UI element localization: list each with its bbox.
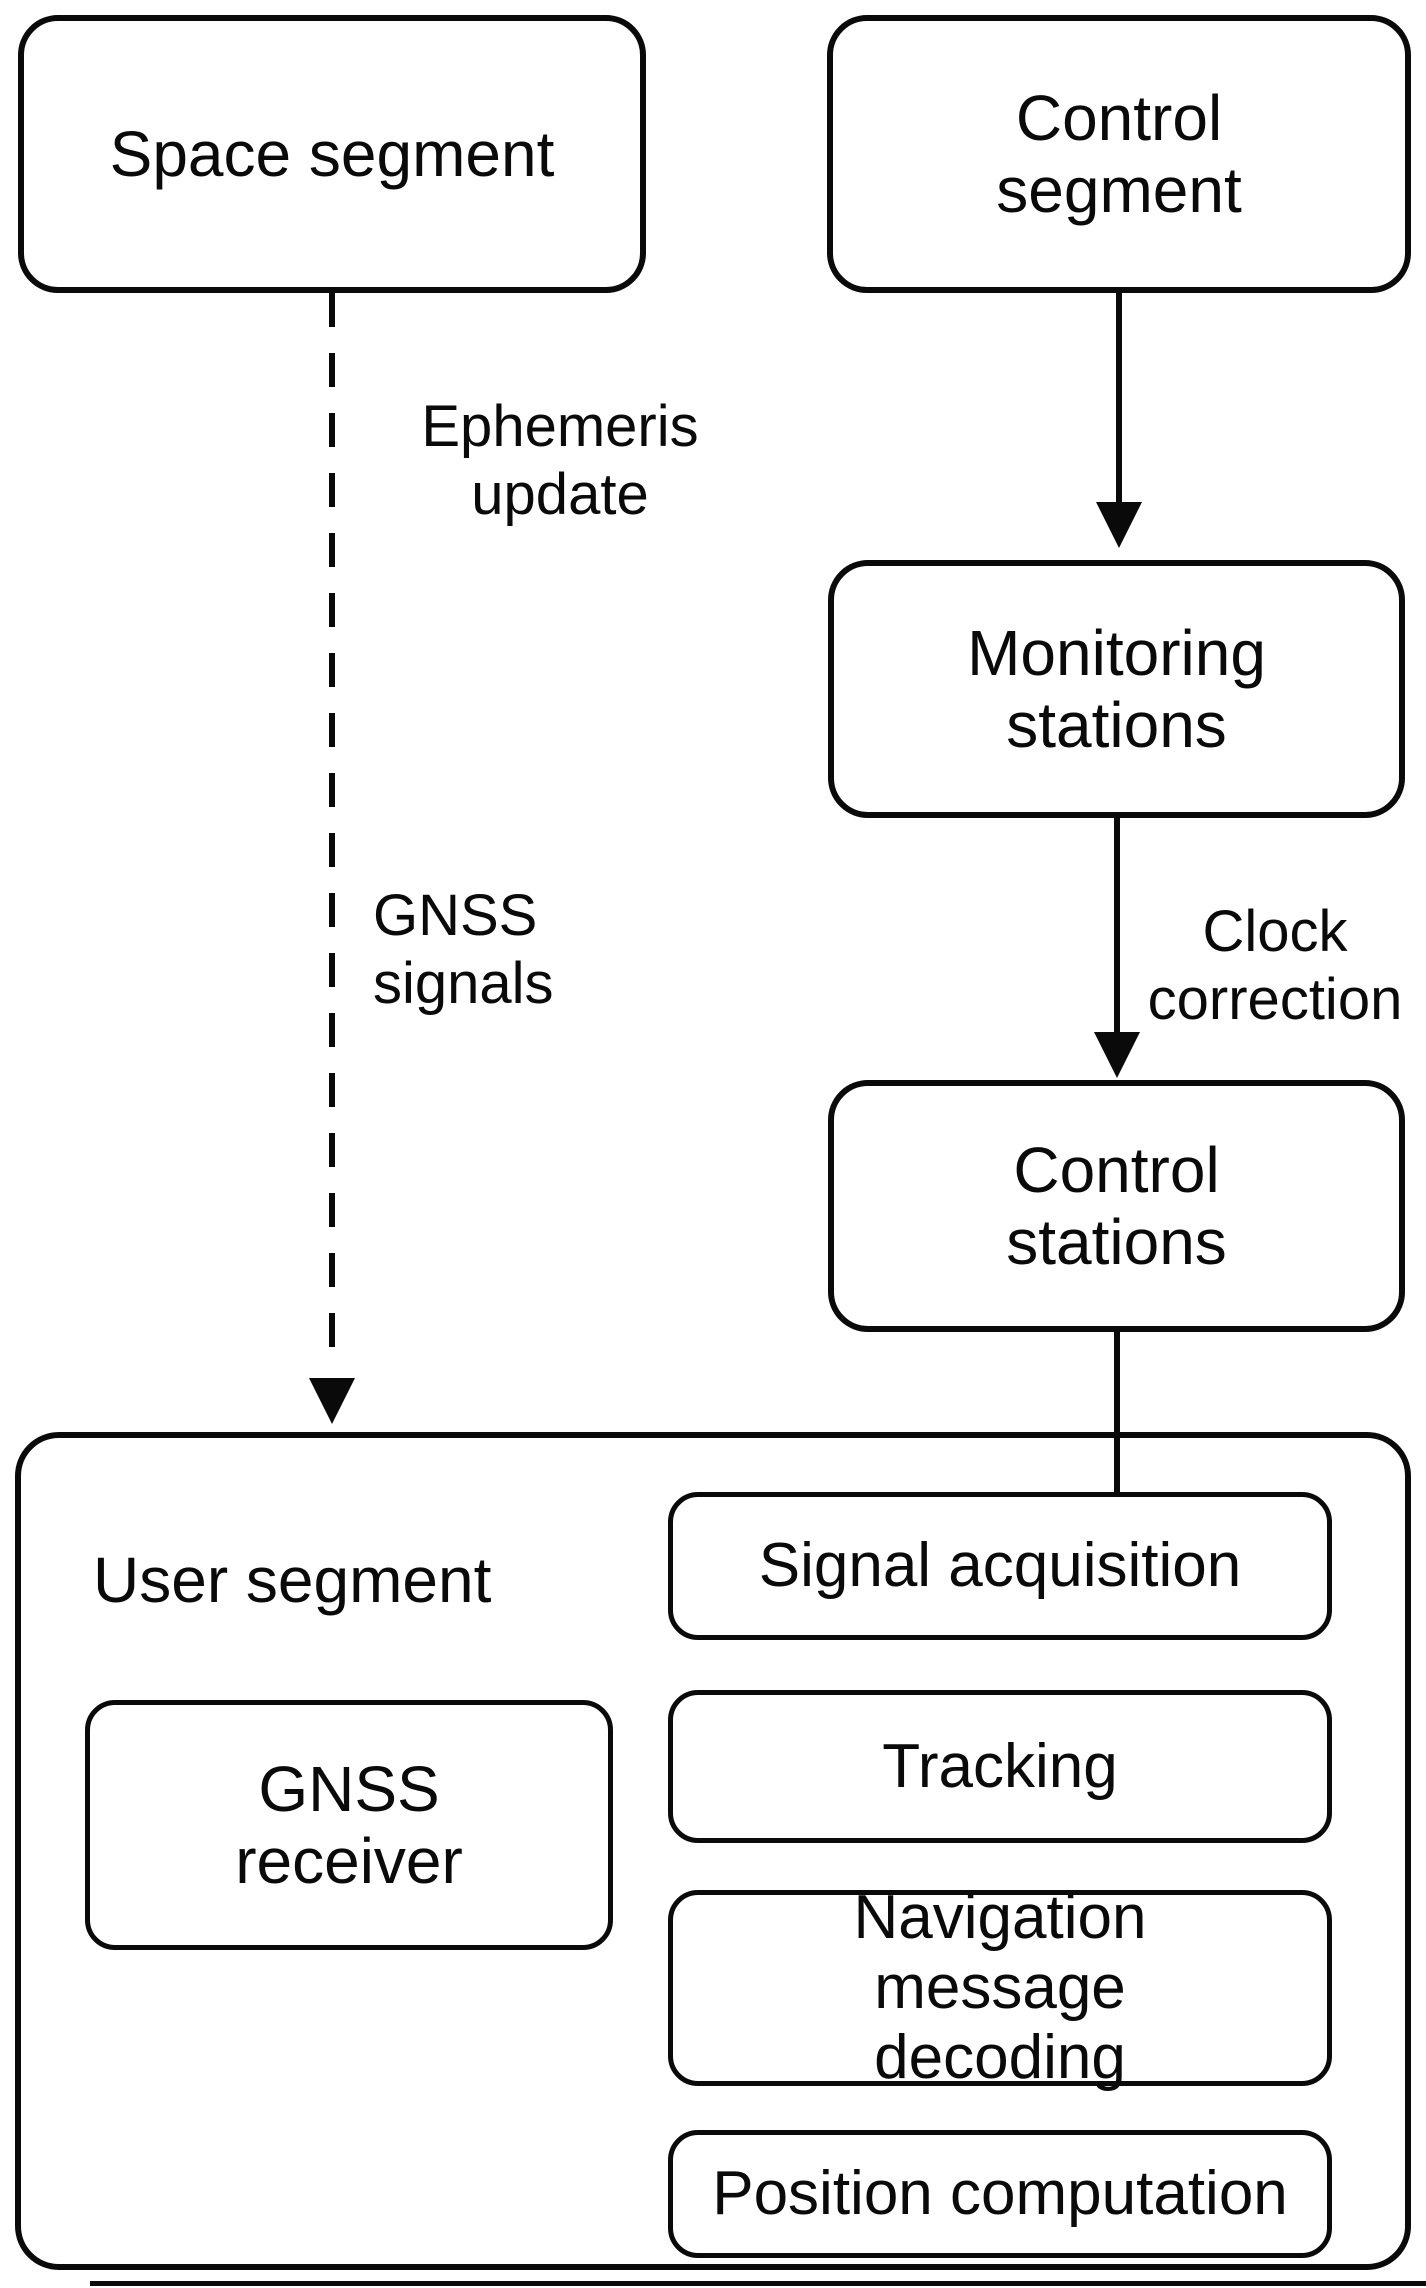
node-control-stations: Control stations <box>828 1080 1405 1332</box>
edge-label-gnss-signals: GNSS signals <box>373 883 554 1016</box>
node-signal-acquisition-label: Signal acquisition <box>758 1531 1242 1600</box>
edge-label-clock-correction: Clock correction <box>1147 899 1403 1032</box>
figure-bottom-rule <box>90 2281 1426 2286</box>
clock-correction-arrowhead-icon <box>1094 1032 1140 1078</box>
node-space-segment-label: Space segment <box>109 118 555 190</box>
node-user-segment-label: User segment <box>93 1544 492 1616</box>
node-control-stations-label: Control stations <box>1006 1134 1227 1278</box>
node-position-computation-label: Position computation <box>712 2159 1288 2228</box>
gnss-signals-arrowhead-icon <box>309 1378 355 1424</box>
edge-label-ephemeris-update: Ephemeris update <box>421 394 699 527</box>
node-gnss-receiver: GNSS receiver <box>85 1700 613 1950</box>
node-control-segment: Control segment <box>827 15 1411 293</box>
node-tracking: Tracking <box>668 1690 1332 1843</box>
node-signal-acquisition: Signal acquisition <box>668 1492 1332 1640</box>
node-navigation-message-decoding-label: Navigation message decoding <box>853 1883 1147 2092</box>
node-gnss-receiver-label: GNSS receiver <box>235 1753 463 1897</box>
node-space-segment: Space segment <box>18 15 646 293</box>
node-monitoring-stations: Monitoring stations <box>828 560 1405 818</box>
node-position-computation: Position computation <box>668 2130 1332 2258</box>
node-tracking-label: Tracking <box>882 1731 1118 1801</box>
ephemeris-update-arrowhead-icon <box>1096 502 1142 548</box>
node-monitoring-stations-label: Monitoring stations <box>967 617 1266 761</box>
node-control-segment-label: Control segment <box>996 82 1242 226</box>
node-navigation-message-decoding: Navigation message decoding <box>668 1883 1332 2092</box>
